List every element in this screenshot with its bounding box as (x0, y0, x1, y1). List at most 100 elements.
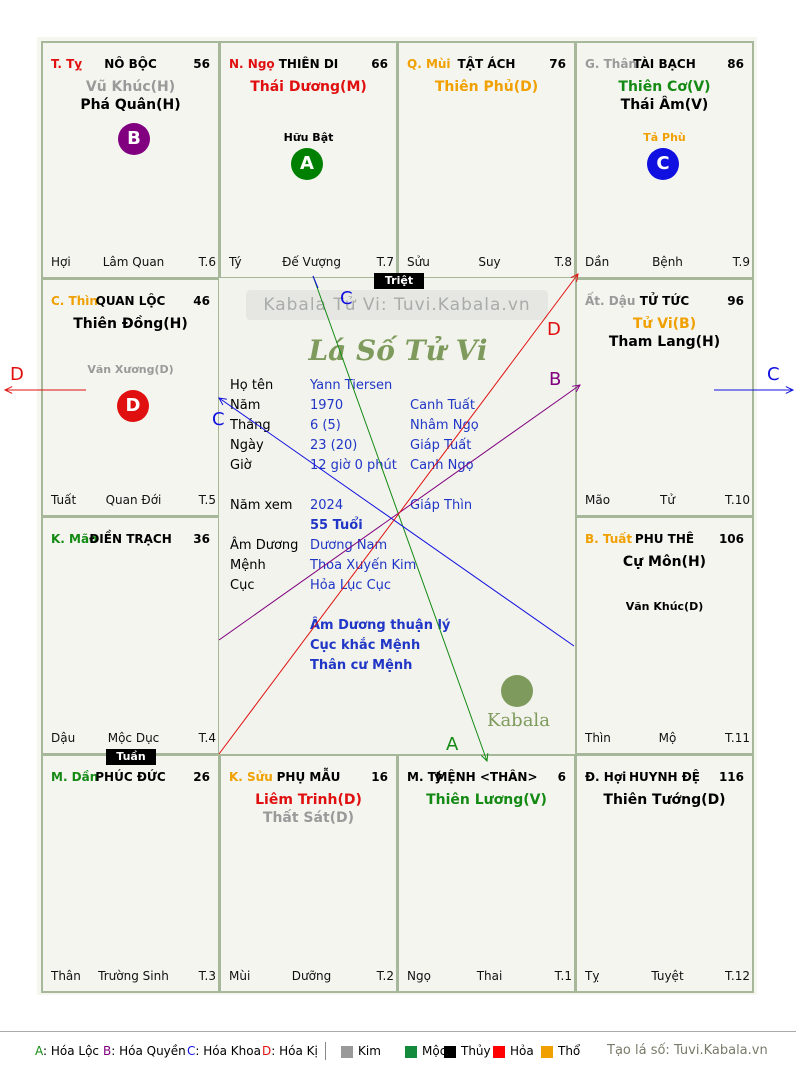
palace-name: MỆNH <THÂN> (435, 770, 538, 784)
transformation-badge-b: B (118, 123, 150, 155)
info-label: Âm Dương (230, 538, 299, 553)
chart-title: Lá Số Tử Vi (308, 334, 488, 367)
hoa-khoa-line (218, 397, 575, 647)
info-label: Tháng (230, 418, 271, 433)
palace-name: TỬ TỨC (639, 294, 690, 308)
hoa-loc-line-head (480, 752, 489, 763)
palace-can-chi: C. Thìn (51, 294, 98, 308)
info-value: 2024 (310, 498, 344, 513)
hoa-khoa-letter-top: C (340, 288, 353, 309)
palace-number: 36 (193, 532, 210, 546)
major-star: Vũ Khúc(H) (85, 79, 176, 95)
legend-hoa-quyen: B: Hóa Quyền (103, 1044, 186, 1058)
info-can-chi: Giáp Thìn (410, 498, 473, 513)
palace-number: 16 (371, 770, 388, 784)
palace-number: 66 (371, 57, 388, 71)
info-label: Giờ (230, 458, 252, 473)
info-value: 23 (20) (310, 438, 358, 453)
info-label: Ngày (230, 438, 264, 453)
palace-name: PHU THÊ (634, 532, 695, 546)
transformation-badge-c: C (647, 148, 679, 180)
hoa-khoa-letter-left: C (212, 409, 225, 430)
palace-branch: Hợi (51, 255, 71, 269)
legend-site: Tạo lá số: Tuvi.Kabala.vn (607, 1043, 768, 1058)
major-star: Thiên Đồng(H) (73, 316, 188, 332)
legend-divider (325, 1042, 326, 1060)
palace-branch: Mùi (229, 969, 251, 983)
info-age: 55 Tuổi (310, 518, 363, 533)
palace-name: TÀI BẠCH (633, 57, 696, 71)
palace-number: 46 (193, 294, 210, 308)
watermark-banner: Kabala Tử Vi: Tuvi.Kabala.vn (246, 290, 548, 320)
info-value: 12 giờ 0 phút (310, 458, 397, 473)
palace-can-chi: K. Sửu (229, 770, 273, 784)
palace-decade: T.4 (198, 731, 216, 745)
palace-can-chi: T. Tỵ (51, 57, 83, 71)
info-value: Hỏa Lục Cục (310, 578, 392, 593)
tuan-tag: Tuần (106, 749, 156, 765)
major-star: Thất Sát(D) (262, 810, 355, 826)
palace-decade: T.6 (198, 255, 216, 269)
info-value: Yann Tiersen (310, 378, 393, 393)
palace-name: PHÚC ĐỨC (95, 770, 166, 784)
hoa-khoa-out-head (785, 386, 795, 394)
info-row: Năm 1970 Canh Tuất (230, 398, 570, 416)
info-value: 6 (5) (310, 418, 341, 433)
palace-decade: T.8 (554, 255, 572, 269)
palace-branch: Mão (585, 493, 611, 507)
palace-can-chi: Đ. Hợi (585, 770, 627, 784)
major-star: Thái Âm(V) (620, 97, 709, 113)
legend-swatch-0 (341, 1046, 353, 1058)
info-note: Cục khắc Mệnh (310, 638, 421, 653)
major-star: Thiên Phủ(D) (434, 79, 539, 95)
info-label: Năm (230, 398, 261, 413)
transformation-badge-a: A (291, 148, 323, 180)
legend-swatch-3 (493, 1046, 505, 1058)
major-star: Thiên Lương(V) (426, 792, 547, 808)
hoa-quyen-letter: B (549, 369, 561, 390)
palace-can-chi: N. Ngọ (229, 57, 275, 71)
legend-hoa-ki: D: Hóa Kị (262, 1044, 318, 1058)
info-can-chi: Canh Tuất (410, 398, 475, 413)
palace-name: ĐIỀN TRẠCH (89, 532, 172, 546)
legend-hoa-khoa: C: Hóa Khoa (187, 1044, 261, 1058)
palace-number: 96 (727, 294, 744, 308)
triet-tag: Triệt (374, 273, 424, 289)
hoa-ki-letter-left: D (10, 364, 24, 385)
palace-decade: T.11 (725, 731, 750, 745)
kabala-logo-icon (501, 675, 533, 707)
legend-hoa-khoa-text: : Hóa Khoa (195, 1044, 261, 1058)
major-star: Liêm Trinh(D) (255, 792, 362, 808)
hoa-ki-out-head (3, 386, 13, 394)
palace-branch: Tỵ (585, 969, 600, 983)
palace-stage: Bệnh (652, 255, 683, 269)
info-value: 1970 (310, 398, 344, 413)
palace-stage: Lâm Quan (102, 255, 165, 269)
palace-can-chi: B. Tuất (585, 532, 633, 546)
minor-star: Văn Khúc(D) (625, 600, 704, 613)
palace-name: HUYNH ĐỆ (629, 770, 700, 784)
palace-number: 106 (718, 532, 744, 546)
palace-stage: Thai (476, 969, 503, 983)
